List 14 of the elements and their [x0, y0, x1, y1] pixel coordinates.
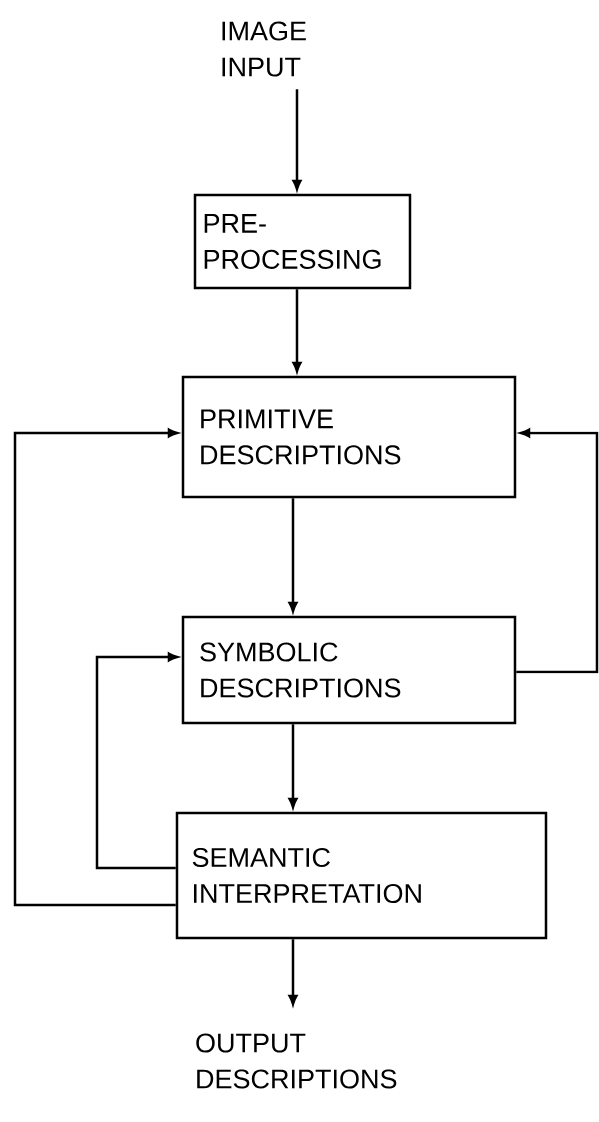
flow-label: OUTPUT DESCRIPTIONS	[196, 1033, 397, 1089]
flow-label: IMAGE INPUT	[222, 21, 306, 77]
arrow	[516, 428, 599, 674]
process-box: PRE- PROCESSING	[193, 193, 412, 290]
arrow	[292, 289, 302, 373]
arrow	[288, 939, 298, 1006]
arrow	[95, 652, 179, 870]
process-box: PRIMITIVE DESCRIPTIONS	[181, 375, 517, 499]
arrow	[13, 428, 179, 907]
process-box: SYMBOLIC DESCRIPTIONS	[181, 615, 517, 725]
process-box: SEMANTIC INTERPRETATION	[175, 811, 548, 940]
arrow	[288, 724, 298, 809]
arrow	[288, 498, 298, 613]
arrow	[292, 89, 302, 191]
